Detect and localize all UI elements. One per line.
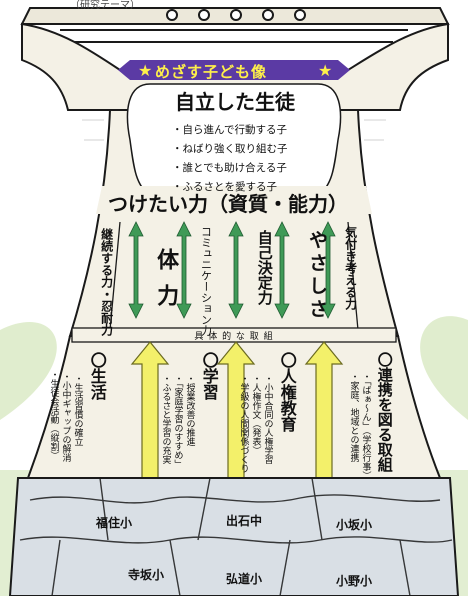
school-label: 小野小 <box>336 574 373 588</box>
goal-item: ・ふるさとを愛する子 <box>172 181 277 193</box>
ability-label: 自己決定力 <box>255 230 274 305</box>
initiative-heading-rights: 〇人権教育 <box>277 352 297 432</box>
banner-ribbon <box>118 60 350 80</box>
ability-label: コミュニケーション力 <box>199 226 213 336</box>
initiative-note: ・家庭、地域との連携 <box>348 372 359 462</box>
roof <box>20 7 450 111</box>
banner-title: めざす子ども像 <box>155 63 268 81</box>
initiative-heading-coop: 〇連携を図る取組 <box>375 352 394 472</box>
initiative-note: ・人権作文（発表） <box>250 374 261 455</box>
double-arrow-icon <box>128 221 144 319</box>
green-arrows <box>128 221 336 319</box>
initiative-heading-study: 〇学習 <box>199 352 219 400</box>
initiative-note: ・「家庭学習のすすめ」 <box>172 374 183 469</box>
initiative-note: ・「ばぁ～ん」（学校行事） <box>360 372 371 480</box>
band-label: 具 体 的 な 取 組 <box>194 332 274 342</box>
ability-label: 継続する力・忍耐力 <box>99 228 114 336</box>
ability-label: 体力 <box>153 248 179 320</box>
school-label: 弘道小 <box>226 572 263 586</box>
svg-text:★: ★ <box>318 61 332 80</box>
goal-heading: 自立した生徒 <box>175 90 295 114</box>
double-arrow-icon <box>228 221 244 319</box>
school-label: 出石中 <box>226 514 263 528</box>
school-label: 福住小 <box>96 516 133 530</box>
ability-label: やさしさ <box>305 230 328 322</box>
school-label: 小坂小 <box>336 518 373 532</box>
double-arrow-icon <box>274 221 290 319</box>
double-arrow-icon <box>320 221 336 319</box>
initiative-note: ・生徒会活動（縦割） <box>48 370 59 460</box>
svg-text:★: ★ <box>138 61 152 80</box>
double-arrow-icon <box>176 221 192 319</box>
initiative-note: ・学級の人間関係づくり <box>238 374 249 473</box>
top-fragment: （研究テーマ） <box>70 0 140 11</box>
initiative-heading-life: 〇生活 <box>87 352 107 400</box>
ability-label: 気付き考える力 <box>343 226 358 310</box>
goal-item: ・誰とでも助け合える子 <box>172 162 287 174</box>
skills-heading: つけたい力（資質・能力） <box>108 192 348 216</box>
initiative-note: ・小中合同の人権学習 <box>262 374 273 464</box>
initiative-note: ・生活習慣の確立 <box>72 374 83 446</box>
band-box <box>71 327 397 343</box>
goal-item: ・ねばり強く取り組む子 <box>172 143 288 155</box>
skills-band <box>96 186 372 214</box>
initiative-note: ・ふるさと学習の充実 <box>160 374 171 464</box>
school-label: 寺坂小 <box>128 568 165 582</box>
goal-item: ・自ら進んで行動する子 <box>172 124 287 136</box>
initiative-note: ・授業改善の推進 <box>184 374 195 446</box>
stone-wall <box>8 477 460 596</box>
initiative-note: ・小中ギャップの解消 <box>60 372 71 462</box>
